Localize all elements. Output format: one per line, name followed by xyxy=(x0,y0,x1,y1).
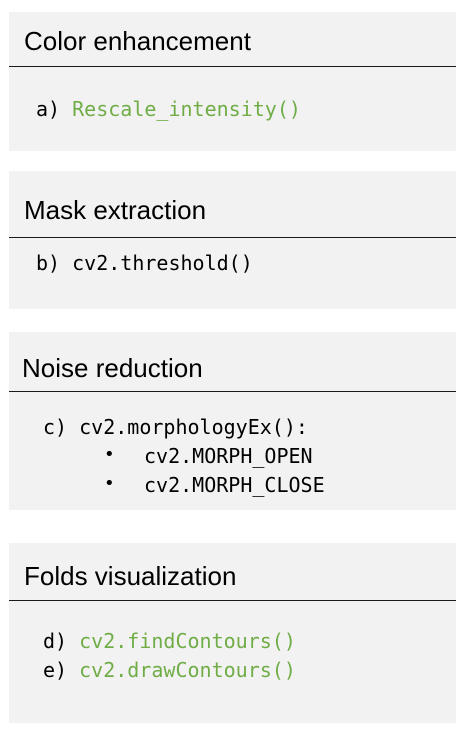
divider xyxy=(9,600,456,601)
color-enhancement-panel: Color enhancement a) Rescale_intensity() xyxy=(9,12,456,151)
panel-title: Folds visualization xyxy=(24,561,237,591)
code-line-d: d) cv2.findContours() xyxy=(43,631,296,651)
panel-title: Noise reduction xyxy=(22,353,203,383)
function-name: Rescale_intensity() xyxy=(72,97,301,121)
code-line-c: c) cv2.morphologyEx(): xyxy=(43,417,308,437)
bullet-item-morph-open: cv2.MORPH_OPEN xyxy=(144,444,313,468)
divider xyxy=(9,391,456,392)
step-label: b) xyxy=(36,251,73,275)
folds-visualization-panel: Folds visualization d) cv2.findContours(… xyxy=(9,543,456,723)
function-name: cv2.findContours() xyxy=(79,629,296,653)
function-name: cv2.drawContours() xyxy=(79,658,296,682)
code-line-b: b) cv2.threshold() xyxy=(36,253,253,273)
noise-reduction-panel: Noise reduction c) cv2.morphologyEx(): •… xyxy=(9,332,456,510)
code-line-e: e) cv2.drawContours() xyxy=(43,660,296,680)
divider xyxy=(9,237,456,238)
panel-title: Mask extraction xyxy=(24,195,207,225)
bullet-item-morph-close: cv2.MORPH_CLOSE xyxy=(144,473,325,497)
bullet-icon: • xyxy=(104,444,115,465)
step-label: a) xyxy=(36,97,73,121)
bullet-icon: • xyxy=(104,473,115,494)
step-label: c) xyxy=(43,415,80,439)
mask-extraction-panel: Mask extraction b) cv2.threshold() xyxy=(9,171,456,309)
step-label: e) xyxy=(43,658,80,682)
code-line-a: a) Rescale_intensity() xyxy=(36,99,301,119)
divider xyxy=(9,66,456,67)
function-name: cv2.morphologyEx(): xyxy=(79,415,308,439)
panel-title: Color enhancement xyxy=(24,26,251,56)
function-name: cv2.threshold() xyxy=(72,251,253,275)
step-label: d) xyxy=(43,629,80,653)
